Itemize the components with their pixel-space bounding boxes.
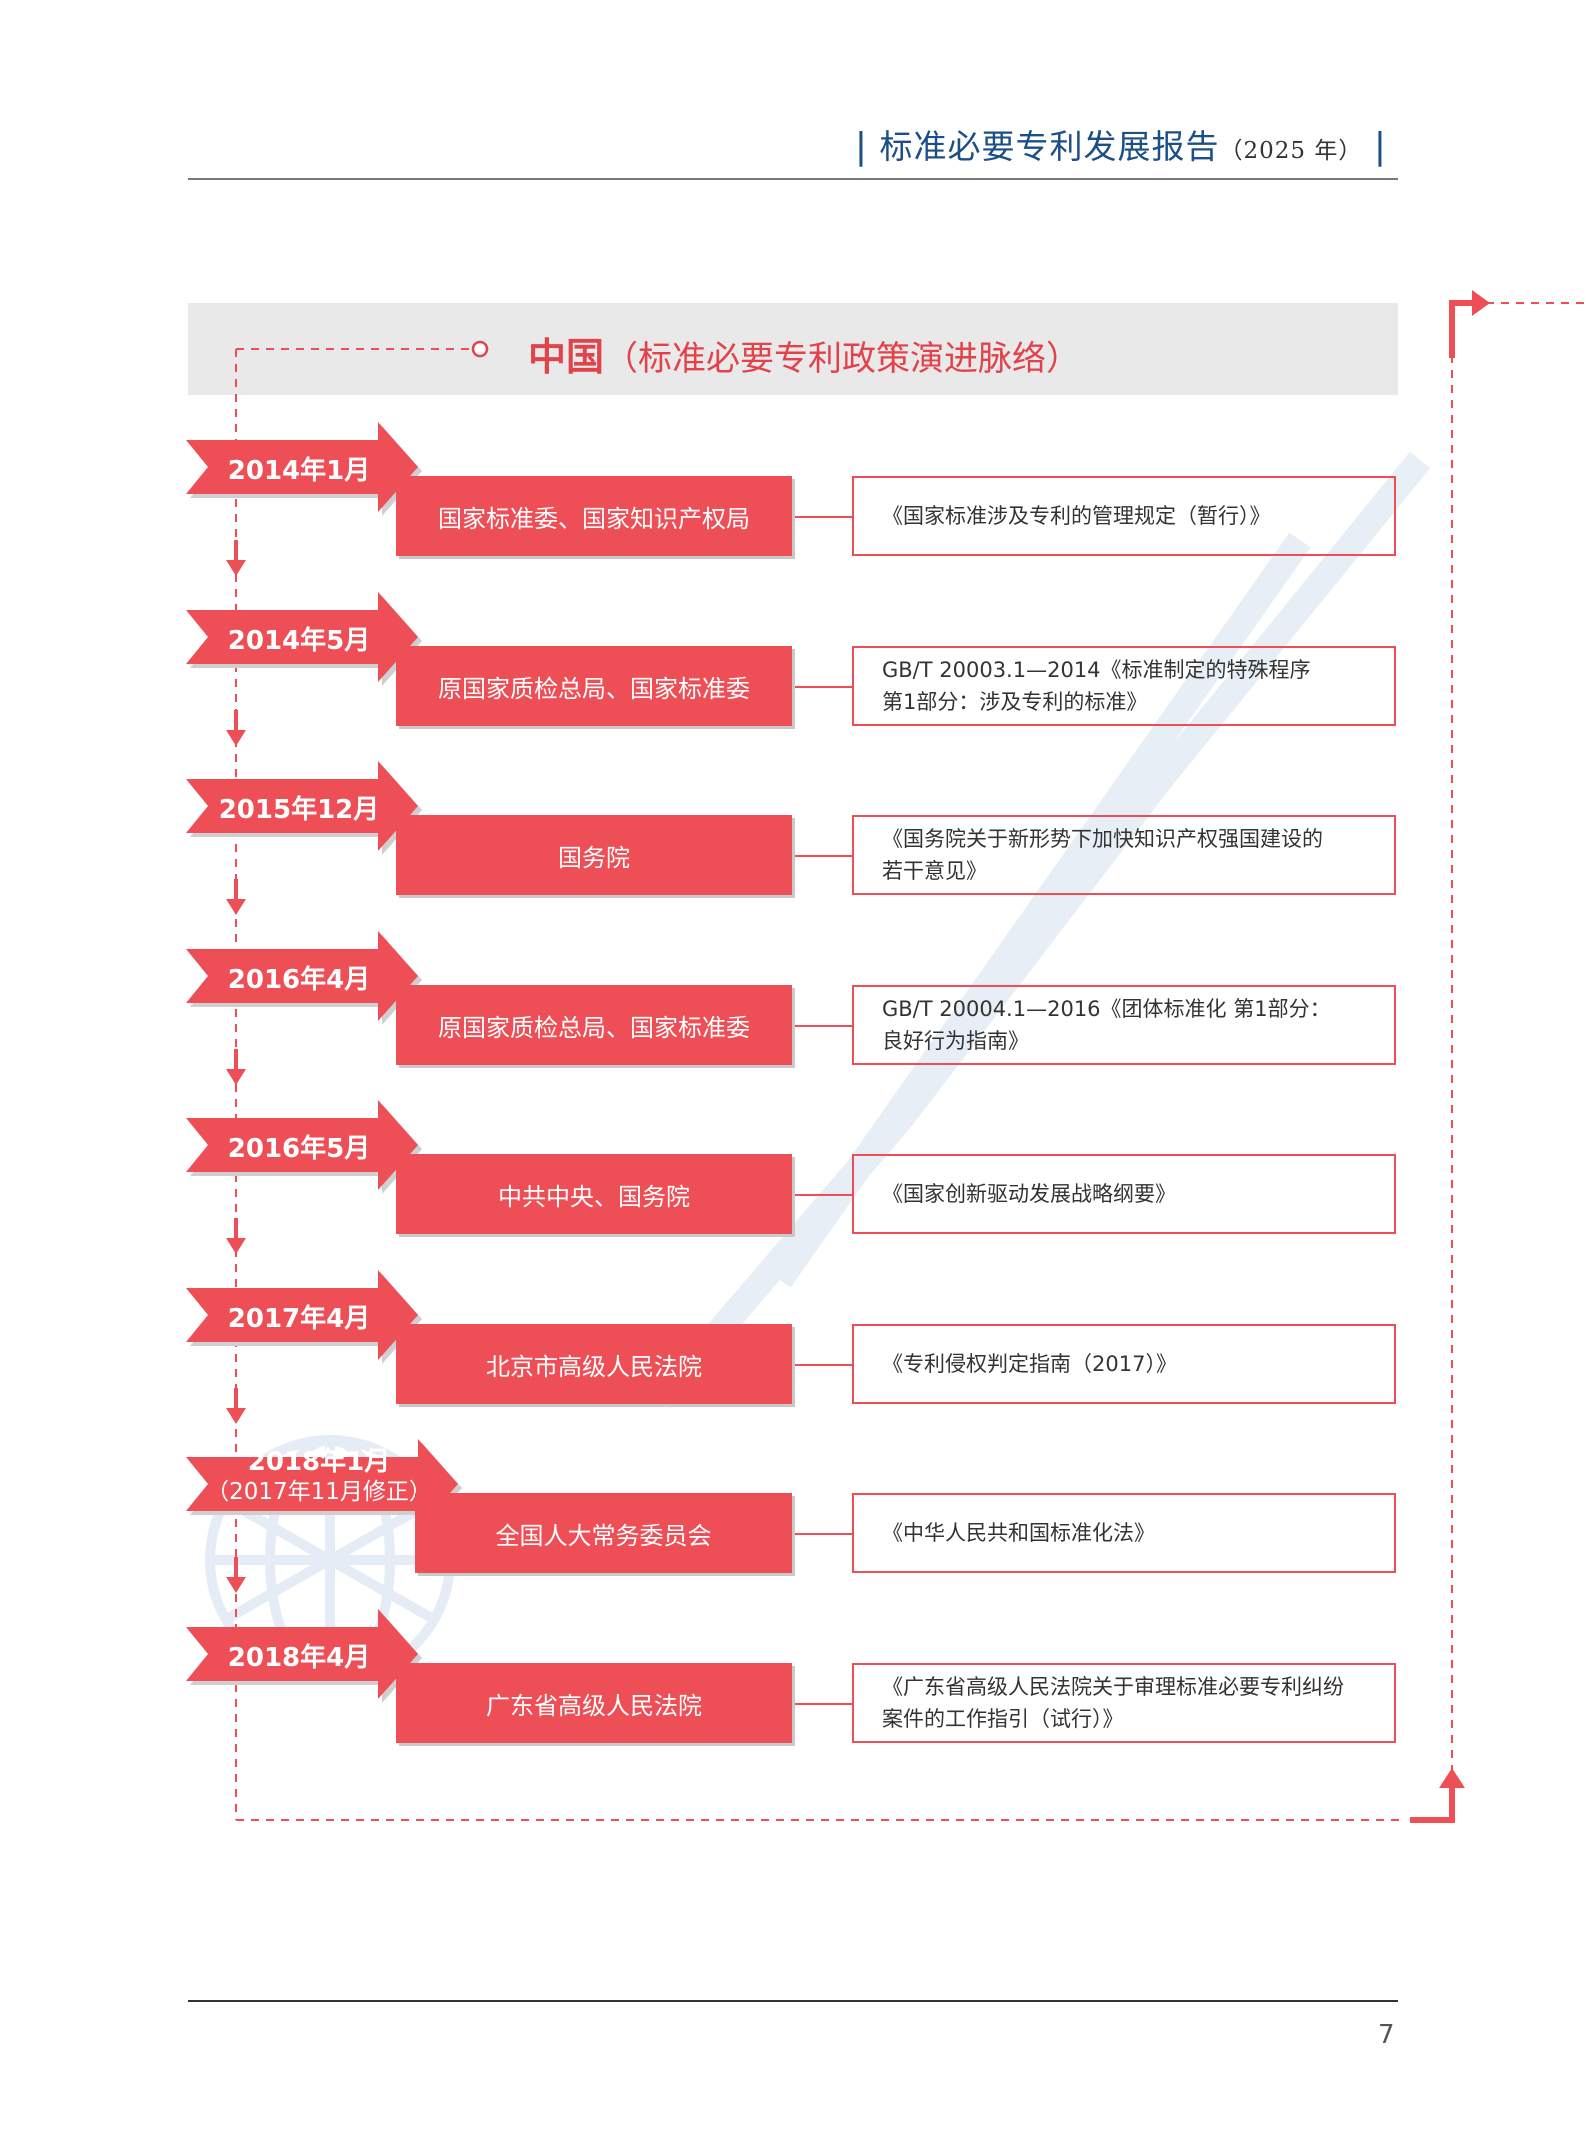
connector-line [795,855,852,857]
policy-document-box: 《专利侵权判定指南（2017）》 [852,1324,1396,1404]
date-badge-arrow [186,422,422,516]
report-title: | 标准必要专利发展报告（2025 年） | [855,120,1387,168]
connector-line [795,1025,852,1027]
title-bar-right: | [1373,126,1387,167]
date-badge-arrow [186,1439,462,1533]
connector-line [795,1364,852,1366]
timeline-date: 2018年4月 [227,1643,371,1673]
policy-document-box: 《广东省高级人民法院关于审理标准必要专利纠纷案件的工作指引（试行）》 [852,1663,1396,1743]
title-bar-left: | [854,126,868,167]
timeline-date: 2016年4月 [227,965,371,995]
policy-document-line: 《国家标准涉及专利的管理规定（暂行）》 [882,504,1271,528]
timeline-date: 2017年4月 [227,1304,371,1334]
header-divider [188,178,1398,180]
down-arrow-icon [226,1218,246,1254]
down-arrow-icon [226,1049,246,1085]
policy-document-line: 第1部分：涉及专利的标准》 [882,690,1148,714]
policy-document-title: 《中华人民共和国标准化法》 [882,1517,1155,1549]
date-badge-arrow [186,1270,422,1364]
policy-document-box: 《国家创新驱动发展战略纲要》 [852,1154,1396,1234]
agency-box: 国务院 [396,815,792,895]
section-title-main: 中国 [528,335,605,379]
down-arrow-icon [226,1557,246,1593]
timeline-date: 2014年1月 [227,456,371,486]
policy-document-title: 《国务院关于新形势下加快知识产权强国建设的若干意见》 [882,823,1323,887]
policy-document-line: 良好行为指南》 [882,1029,1029,1053]
report-year: （2025 年） [1219,138,1363,164]
date-badge-arrow [186,1609,422,1703]
down-arrow-icon [226,540,246,576]
agency-box: 全国人大常务委员会 [415,1493,792,1573]
section-title-sub: （标准必要专利政策演进脉络） [604,339,1081,379]
timeline-date: 2018年1月（2017年11月修正） [188,1447,450,1507]
agency-box: 国家标准委、国家知识产权局 [396,476,792,556]
down-arrow-icon [226,879,246,915]
agency-box: 广东省高级人民法院 [396,1663,792,1743]
connector-line [795,516,852,518]
timeline-date-main: 2018年1月 [247,1447,391,1477]
connector-line [795,1703,852,1705]
policy-document-line: GB/T 20004.1—2016《团体标准化 第1部分： [882,997,1331,1021]
policy-document-box: 《中华人民共和国标准化法》 [852,1493,1396,1573]
policy-document-title: 《国家标准涉及专利的管理规定（暂行）》 [882,500,1271,532]
timeline-date: 2014年5月 [227,626,371,656]
timeline-date: 2016年5月 [227,1134,371,1164]
policy-document-box: GB/T 20003.1—2014《标准制定的特殊程序第1部分：涉及专利的标准》 [852,646,1396,726]
footer-divider [188,2000,1398,2002]
policy-document-line: 《专利侵权判定指南（2017）》 [882,1352,1177,1376]
policy-document-box: GB/T 20004.1—2016《团体标准化 第1部分： 良好行为指南》 [852,985,1396,1065]
policy-document-line: 《中华人民共和国标准化法》 [882,1521,1155,1545]
policy-document-line: 若干意见》 [882,859,987,883]
timeline-date: 2015年12月 [218,795,380,825]
agency-box: 中共中央、国务院 [396,1154,792,1234]
policy-document-box: 《国务院关于新形势下加快知识产权强国建设的若干意见》 [852,815,1396,895]
report-title-text: 标准必要专利发展报告 [879,127,1220,166]
policy-document-title: GB/T 20003.1—2014《标准制定的特殊程序第1部分：涉及专利的标准》 [882,654,1311,718]
policy-document-title: 《专利侵权判定指南（2017）》 [882,1348,1177,1380]
policy-document-line: 案件的工作指引（试行）》 [882,1707,1124,1731]
connector-line [795,686,852,688]
connector-line [795,1194,852,1196]
policy-document-line: 《国务院关于新形势下加快知识产权强国建设的 [882,827,1323,851]
date-badge-arrow [186,592,422,686]
date-badge-arrow [186,931,422,1025]
section-title: 中国（标准必要专利政策演进脉络） [528,326,1080,381]
down-arrow-icon [226,1388,246,1424]
page-number: 7 [1378,2020,1395,2050]
connector-line [795,1533,852,1535]
watermark-graphic [650,451,1431,1409]
agency-box: 原国家质检总局、国家标准委 [396,646,792,726]
date-badge-arrow [186,1100,422,1194]
policy-document-title: 《广东省高级人民法院关于审理标准必要专利纠纷案件的工作指引（试行）》 [882,1671,1344,1735]
agency-box: 原国家质检总局、国家标准委 [396,985,792,1065]
date-badge-arrow [186,761,422,855]
timeline-date-note: （2017年11月修正） [206,1479,432,1505]
agency-box: 北京市高级人民法院 [396,1324,792,1404]
policy-document-line: GB/T 20003.1—2014《标准制定的特殊程序 [882,658,1311,682]
policy-document-line: 《国家创新驱动发展战略纲要》 [882,1182,1176,1206]
policy-document-box: 《国家标准涉及专利的管理规定（暂行）》 [852,476,1396,556]
down-arrow-icon [226,710,246,746]
policy-document-title: GB/T 20004.1—2016《团体标准化 第1部分： 良好行为指南》 [882,993,1331,1057]
policy-document-title: 《国家创新驱动发展战略纲要》 [882,1178,1176,1210]
policy-document-line: 《广东省高级人民法院关于审理标准必要专利纠纷 [882,1675,1344,1699]
